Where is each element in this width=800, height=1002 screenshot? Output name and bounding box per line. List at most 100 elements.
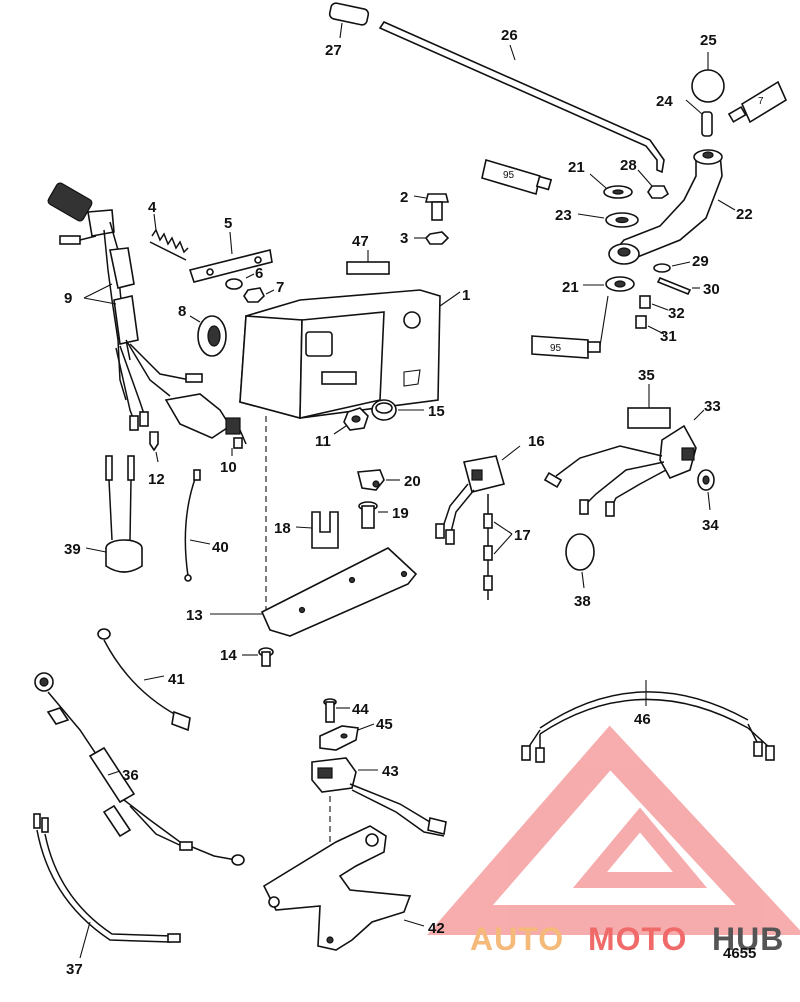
part-8-grommet: [197, 315, 227, 357]
callout-28: 28: [620, 157, 637, 174]
callout-23: 23: [555, 207, 572, 224]
callout-29: 29: [692, 253, 709, 270]
callout-22: 22: [736, 206, 753, 223]
part-1-control-box: [239, 289, 441, 420]
part-25-ball: [691, 69, 725, 103]
callout-21-bottom: 21: [562, 279, 579, 296]
part-31-screw: [635, 315, 647, 329]
part-44-bolt: [323, 698, 337, 723]
tube-95-top: 95: [481, 158, 553, 196]
part-21-washer-top: [603, 185, 633, 199]
callout-39: 39: [64, 541, 81, 558]
callout-3: 3: [400, 230, 408, 247]
part-43-switch: [311, 757, 447, 837]
tube-95-bottom: 95: [531, 335, 601, 359]
part-45-plate: [319, 725, 359, 751]
part-35-label: [627, 407, 671, 429]
part-9-harness: [47, 182, 203, 431]
part-5-plate: [188, 249, 273, 283]
callout-47: 47: [352, 233, 369, 250]
part-46-jumper: [521, 691, 775, 763]
callout-45: 45: [376, 716, 393, 733]
callout-9: 9: [64, 290, 72, 307]
part-39-coil: [105, 455, 143, 573]
part-28-nut: [647, 185, 670, 199]
part-6-washer: [225, 278, 243, 290]
part-15-button: [371, 399, 397, 421]
callout-33: 33: [704, 398, 721, 415]
callout-27: 27: [325, 42, 342, 59]
part-40-wire: [184, 469, 201, 582]
callout-46: 46: [634, 711, 651, 728]
callout-42: 42: [428, 920, 445, 937]
part-33-toggle-switch: [543, 424, 697, 517]
callout-14: 14: [220, 647, 237, 664]
part-24-pin: [701, 111, 713, 137]
tube-7-sealant: 7: [727, 80, 788, 124]
part-36-harness: [34, 672, 245, 866]
figure-number: 4655: [723, 945, 756, 962]
callout-20: 20: [404, 473, 421, 490]
callout-6: 6: [255, 265, 263, 282]
tube-95-top-label: 95: [503, 170, 515, 181]
callout-21-top: 21: [568, 159, 585, 176]
callout-36: 36: [122, 767, 139, 784]
watermark-logo: [427, 725, 800, 935]
callout-16: 16: [528, 433, 545, 450]
callout-34: 34: [702, 517, 719, 534]
callout-37: 37: [66, 961, 83, 978]
callout-18: 18: [274, 520, 291, 537]
callout-8: 8: [178, 303, 186, 320]
part-13-base-plate: [260, 547, 418, 637]
callout-26: 26: [501, 27, 518, 44]
callout-19: 19: [392, 505, 409, 522]
tube-95-bottom-label: 95: [550, 343, 562, 354]
part-17-connectors: [483, 494, 493, 600]
part-42-bracket: [262, 825, 412, 951]
callout-2: 2: [400, 189, 408, 206]
callout-40: 40: [212, 539, 229, 556]
callout-30: 30: [703, 281, 720, 298]
part-22-arm: [608, 149, 723, 265]
callout-25: 25: [700, 32, 717, 49]
part-47-label: [346, 261, 390, 275]
part-3-nut: [424, 231, 450, 245]
callout-4: 4: [148, 199, 157, 216]
part-21-washer-bottom: [605, 276, 635, 292]
callout-32: 32: [668, 305, 685, 322]
callout-44: 44: [352, 701, 369, 718]
callout-12: 12: [148, 471, 165, 488]
part-27-cap: [328, 2, 370, 26]
part-26-rod: [378, 20, 665, 174]
part-32-nut: [639, 295, 651, 309]
part-41-strap: [97, 628, 191, 732]
part-38-cap: [565, 533, 595, 571]
part-4-spring: [149, 228, 189, 261]
part-30-cotter: [656, 276, 692, 296]
part-19-screw: [358, 501, 378, 529]
callout-13: 13: [186, 607, 203, 624]
callout-17: 17: [514, 527, 531, 544]
callout-35: 35: [638, 367, 655, 384]
callout-10: 10: [220, 459, 237, 476]
part-16-switch: [435, 455, 505, 545]
part-37-wire: [33, 813, 181, 943]
tube-7-label: 7: [758, 96, 764, 107]
part-11-nut: [343, 407, 369, 431]
part-20-clip: [356, 469, 385, 491]
callout-15: 15: [428, 403, 445, 420]
part-34-nut: [697, 469, 715, 491]
watermark-text-hub: HUB: [712, 921, 784, 957]
callout-11: 11: [315, 433, 331, 450]
part-29-washer: [653, 263, 671, 273]
part-14-screw: [258, 647, 274, 667]
callout-38: 38: [574, 593, 591, 610]
part-18-bracket: [311, 511, 339, 549]
part-10-key-switch: [164, 393, 247, 449]
callout-43: 43: [382, 763, 399, 780]
callout-41: 41: [168, 671, 185, 688]
callout-24: 24: [656, 93, 673, 110]
part-23-bushing: [605, 212, 639, 228]
watermark-text-moto: MOTO: [588, 921, 687, 957]
